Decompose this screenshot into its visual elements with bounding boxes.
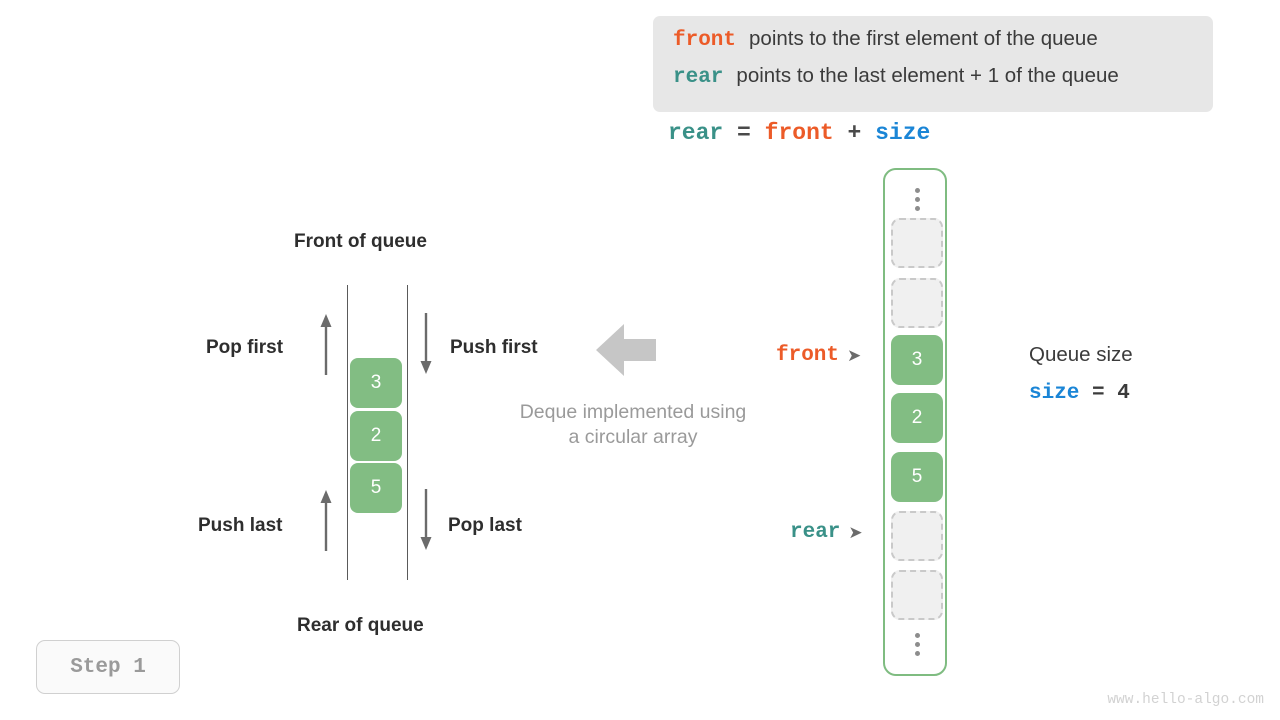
circular-array-container: 3 2 5: [883, 168, 947, 676]
deque-cell: 5: [350, 463, 402, 513]
step-badge: Step 1: [36, 640, 180, 694]
deque-cell: 2: [350, 411, 402, 461]
rear-pointer-label: rear: [790, 521, 841, 544]
arrow-left-block-icon: [596, 324, 656, 376]
formula-plus: +: [847, 120, 862, 146]
pop-last-label: Pop last: [448, 515, 522, 536]
front-pointer-label: front: [776, 344, 840, 367]
vertical-dots-icon: [885, 633, 949, 656]
array-slot: 5: [891, 452, 943, 502]
deque-rail-right: [407, 285, 408, 580]
push-first-label: Push first: [450, 337, 538, 358]
deque-cell: 3: [350, 358, 402, 408]
queue-size-rest: = 4: [1079, 382, 1130, 405]
legend-key-rear: rear: [673, 66, 724, 89]
push-last-label: Push last: [198, 515, 283, 536]
array-slot: 2: [891, 393, 943, 443]
queue-size-title: Queue size: [1029, 343, 1133, 366]
legend-text-front: points to the first element of the queue: [749, 27, 1098, 50]
deque-caption-line2: a circular array: [568, 426, 698, 448]
array-slot: [891, 511, 943, 561]
legend-row-rear: rear points to the last element + 1 of t…: [673, 64, 1193, 101]
arrow-right-icon: ➤: [848, 523, 863, 542]
arrow-right-icon: ➤: [847, 346, 862, 365]
queue-size-var: size: [1029, 382, 1080, 405]
array-slot: 3: [891, 335, 943, 385]
rear-of-queue-label: Rear of queue: [297, 615, 424, 636]
legend-row-front: front points to the first element of the…: [673, 27, 1193, 64]
watermark: www.hello-algo.com: [1107, 692, 1264, 708]
array-slot: [891, 218, 943, 268]
front-of-queue-label: Front of queue: [294, 231, 427, 252]
array-slot: [891, 278, 943, 328]
vertical-dots-icon: [885, 188, 949, 211]
legend-text-rear: points to the last element + 1 of the qu…: [736, 64, 1119, 87]
deque-rail-left: [347, 285, 348, 580]
arrow-up-icon: [320, 314, 332, 375]
legend-key-front: front: [673, 29, 737, 52]
front-pointer: front ➤: [776, 344, 861, 367]
formula-front: front: [764, 120, 834, 146]
formula-equals: =: [737, 120, 751, 146]
arrow-down-icon: [420, 313, 432, 374]
rear-pointer: rear ➤: [790, 521, 863, 544]
arrow-up-icon: [320, 490, 332, 551]
legend-box: front points to the first element of the…: [653, 16, 1213, 112]
deque-caption: Deque implemented using a circular array: [492, 400, 774, 450]
formula-size: size: [875, 120, 931, 146]
formula-rear: rear: [668, 120, 724, 146]
array-slot: [891, 570, 943, 620]
arrow-down-icon: [420, 489, 432, 550]
formula-expression: rear = front + size: [668, 120, 930, 146]
deque-caption-line1: Deque implemented using: [519, 401, 747, 423]
pop-first-label: Pop first: [206, 337, 284, 358]
queue-size-value: size = 4: [1029, 382, 1130, 405]
